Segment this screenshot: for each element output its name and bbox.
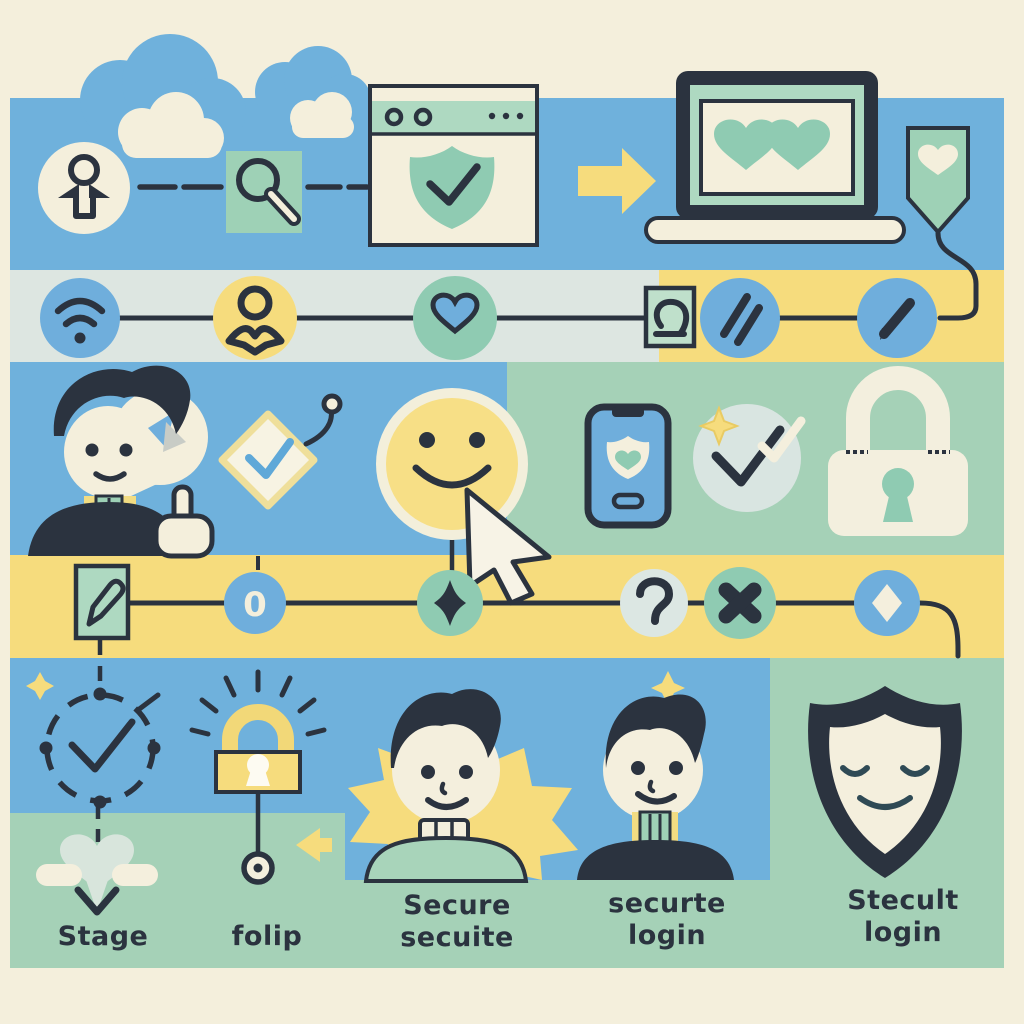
diamond-node-icon (417, 570, 483, 636)
slashes-node-icon (700, 278, 780, 358)
laptop-hearts-icon (644, 71, 906, 244)
dashed-check-circle-icon (39, 687, 161, 809)
caption-securte-line1: securte (608, 888, 726, 919)
caption-stage: Stage (33, 921, 173, 953)
user-arrow-badge-icon (38, 142, 130, 234)
edit-card-icon (73, 563, 131, 641)
smiley-icon (376, 388, 528, 540)
avatar-dark-icon (577, 694, 734, 880)
caption-folip-line1: folip (231, 921, 303, 952)
browser-shield-icon (368, 84, 539, 247)
caption-stecult-line2: login (863, 917, 943, 948)
shield-face-icon (808, 686, 962, 878)
arrow-left-icon (296, 828, 332, 862)
cloud-icon (80, 34, 246, 158)
bookmark-heart-icon (906, 126, 979, 321)
caption-secure-line2: secuite (400, 922, 514, 953)
caption-securte-login: securte login (587, 888, 747, 952)
sparkle-icon-2 (26, 672, 54, 700)
zero-node-badge: 0 (224, 572, 286, 634)
card-glyph-icon (643, 285, 697, 349)
caption-folip: folip (197, 921, 337, 953)
stage-heart-marker-icon (36, 834, 158, 916)
sparkle-icon (698, 405, 740, 447)
cross-node-icon (704, 567, 776, 639)
person-node-icon (213, 276, 297, 360)
heart-node-icon (413, 276, 497, 360)
zero-badge-text: 0 (243, 585, 267, 625)
question-node-icon (620, 569, 688, 637)
cloud-icon-2 (255, 46, 371, 138)
blue-diamond-node-icon (854, 570, 920, 636)
arrow-right-icon (578, 148, 656, 214)
pointer-hand-icon (153, 484, 215, 559)
row-4-curve (917, 600, 961, 659)
verified-check-icon (693, 404, 806, 512)
diamond-check-icon (218, 393, 343, 510)
magnifier-icon (226, 151, 302, 233)
caption-stage-line1: Stage (57, 921, 149, 952)
avatar-speech-icon (28, 365, 215, 559)
caption-stecult-login: Stecult login (823, 885, 983, 949)
pen-node-icon (857, 278, 937, 358)
caption-stecult-line1: Stecult (847, 885, 959, 916)
wifi-icon (40, 278, 120, 358)
caption-secure-line1: Secure (403, 890, 511, 921)
pin-dot-icon (241, 851, 275, 885)
caption-securte-line2: login (627, 920, 707, 951)
avatar-green-icon (363, 689, 529, 883)
sparkle-icon-3 (651, 671, 685, 705)
padlock-icon (828, 366, 968, 536)
phone-shield-icon (584, 403, 672, 529)
caption-secure-secuite: Secure secuite (377, 890, 537, 954)
